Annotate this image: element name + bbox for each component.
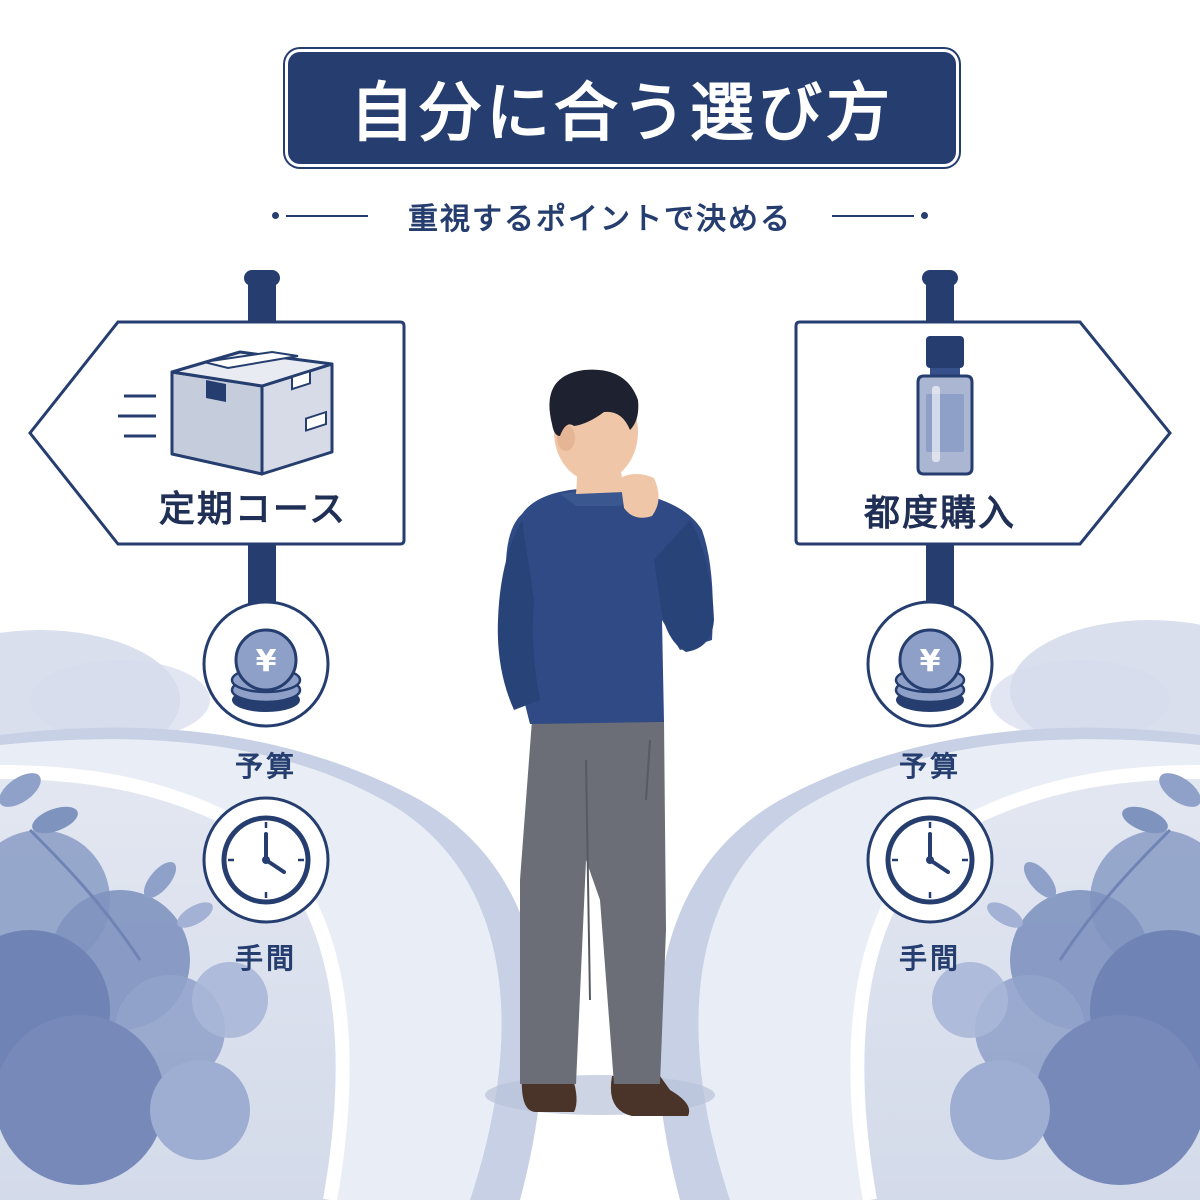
left-budget-label: 予算 (234, 750, 297, 783)
right-foliage (932, 773, 1200, 1185)
page-title: 自分に合う選び方 (350, 77, 894, 151)
title-banner: 自分に合う選び方 (288, 52, 956, 164)
right-sign-label: 都度購入 (863, 493, 1016, 534)
subtitle-row: 重視するポイントで決める (0, 188, 1200, 244)
yen-coins-icon: ¥ (894, 628, 966, 712)
subtitle-divider-left (272, 212, 368, 219)
subtitle-divider-right (832, 212, 928, 219)
person-figure (497, 369, 714, 1116)
svg-text:¥: ¥ (256, 644, 277, 679)
right-budget-label: 予算 (898, 750, 961, 783)
left-effort-label: 手間 (234, 942, 297, 975)
right-effort-label: 手間 (898, 942, 961, 975)
clock-icon (885, 815, 975, 905)
box-icon (118, 350, 334, 476)
svg-text:¥: ¥ (920, 644, 941, 679)
clock-icon (221, 815, 311, 905)
subtitle: 重視するポイントで決める (408, 202, 792, 237)
left-foliage (0, 773, 268, 1185)
bottle-icon (916, 336, 974, 476)
left-sign-label: 定期コース (158, 489, 348, 530)
yen-coins-icon: ¥ (230, 628, 302, 712)
